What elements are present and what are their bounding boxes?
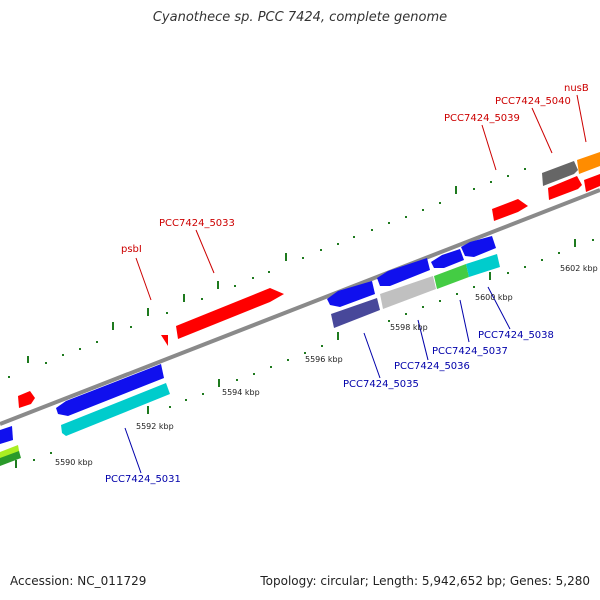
gene-label-nusB[interactable]: nusB bbox=[564, 83, 589, 94]
reverse-leader-lines bbox=[124, 286, 511, 474]
gene-5030b-block[interactable] bbox=[56, 364, 164, 416]
gene-PCC7424_5036-block[interactable] bbox=[377, 258, 430, 286]
gene-label-PCC7424_5036[interactable]: PCC7424_5036 bbox=[394, 361, 470, 372]
gene-PCC7424_5041-block[interactable] bbox=[548, 176, 582, 200]
gene-label-PCC7424_5037[interactable]: PCC7424_5037 bbox=[432, 346, 508, 357]
gene-label-psbI[interactable]: psbI bbox=[121, 244, 142, 255]
gene-nusB-block[interactable] bbox=[577, 152, 600, 174]
scale-label: 5600 kbp bbox=[475, 293, 513, 302]
gene-5030-block[interactable] bbox=[18, 391, 35, 408]
gene-label-PCC7424_5040[interactable]: PCC7424_5040 bbox=[495, 96, 571, 107]
gene-label-PCC7424_5039[interactable]: PCC7424_5039 bbox=[444, 113, 520, 124]
gene-PCC7424_5038b-block[interactable] bbox=[461, 236, 496, 257]
forward-gene-labels: psbI PCC7424_5033 PCC7424_5039 PCC7424_5… bbox=[121, 83, 589, 255]
gene-5029c-block[interactable] bbox=[0, 451, 21, 466]
gene-label-PCC7424_5031[interactable]: PCC7424_5031 bbox=[105, 474, 181, 485]
scale-label: 5594 kbp bbox=[222, 388, 260, 397]
gene-label-PCC7424_5038[interactable]: PCC7424_5038 bbox=[478, 330, 554, 341]
reverse-tick-dashes bbox=[15, 239, 576, 468]
gene-label-PCC7424_5033[interactable]: PCC7424_5033 bbox=[159, 218, 235, 229]
reverse-gene-track bbox=[0, 236, 500, 466]
accession-text: Accession: NC_011729 bbox=[10, 574, 147, 588]
forward-tick-dashes bbox=[27, 186, 457, 363]
genome-backbone bbox=[0, 188, 600, 426]
gene-psbI-block[interactable] bbox=[161, 335, 168, 346]
gene-PCC7424_5035-block[interactable] bbox=[331, 298, 380, 328]
genome-summary-text: Topology: circular; Length: 5,942,652 bp… bbox=[260, 574, 590, 588]
scale-labels: 5590 kbp 5592 kbp 5594 kbp 5596 kbp 5598… bbox=[55, 264, 598, 467]
gene-label-PCC7424_5035[interactable]: PCC7424_5035 bbox=[343, 379, 419, 390]
gene-PCC7424_5031-block[interactable] bbox=[61, 383, 170, 436]
scale-label: 5596 kbp bbox=[305, 355, 343, 364]
reverse-gene-labels: PCC7424_5031 PCC7424_5035 PCC7424_5036 P… bbox=[105, 330, 554, 485]
gene-PCC7424_5040-block[interactable] bbox=[542, 161, 578, 186]
gene-PCC7424_5039-block[interactable] bbox=[492, 199, 528, 221]
gene-PCC7424_5033-block[interactable] bbox=[176, 288, 284, 339]
scale-label: 5602 kbp bbox=[560, 264, 598, 273]
forward-tick-track bbox=[8, 168, 526, 378]
scale-label: 5598 kbp bbox=[390, 323, 428, 332]
scale-label: 5590 kbp bbox=[55, 458, 93, 467]
forward-leader-lines bbox=[135, 94, 587, 301]
forward-gene-track bbox=[18, 152, 600, 408]
gene-PCC7424_5037-block[interactable] bbox=[380, 276, 436, 309]
gene-5029-block[interactable] bbox=[0, 426, 13, 444]
genome-title: Cyanothece sp. PCC 7424, complete genome bbox=[152, 10, 448, 25]
scale-label: 5592 kbp bbox=[136, 422, 174, 431]
gene-5042-block[interactable] bbox=[584, 174, 600, 192]
gene-PCC7424_5036b-block[interactable] bbox=[431, 249, 464, 268]
gene-PCC7424_5034-block[interactable] bbox=[327, 281, 375, 307]
reverse-tick-track bbox=[33, 239, 594, 461]
gene-PCC7424_5038-block[interactable] bbox=[466, 254, 500, 277]
gene-PCC7424_5038a-block[interactable] bbox=[434, 264, 469, 289]
